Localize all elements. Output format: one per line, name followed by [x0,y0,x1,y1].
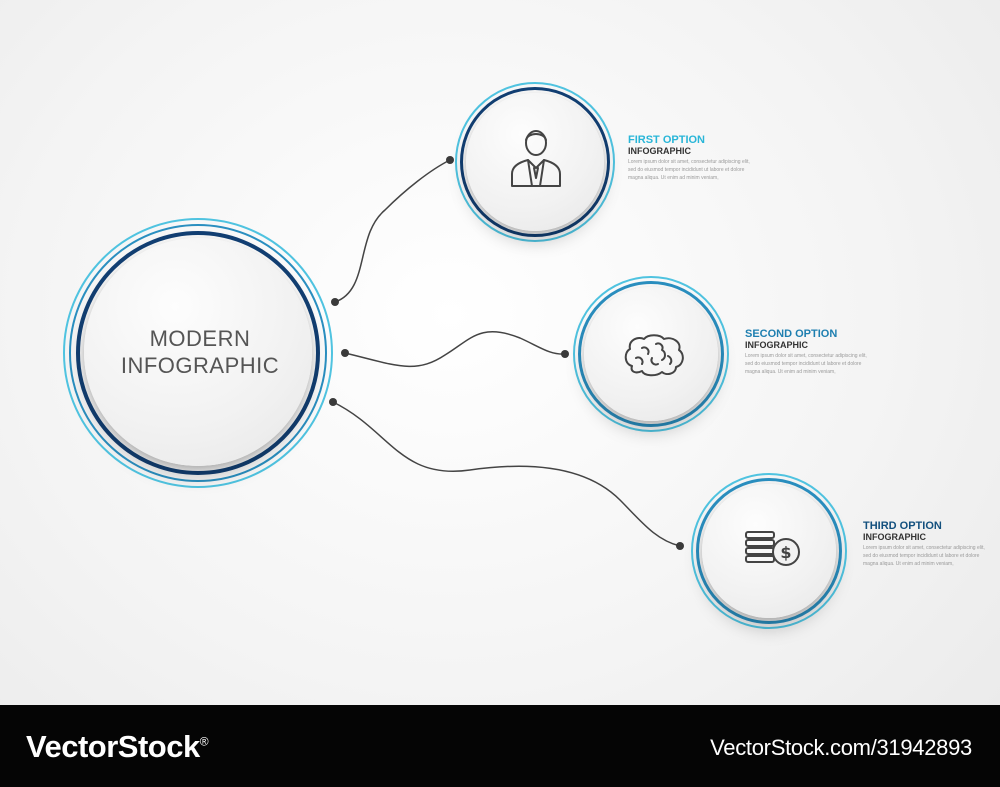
brand-name: VectorStock [26,729,200,764]
main-title-line2: INFOGRAPHIC [120,353,280,378]
watermark-footer: VectorStock® VectorStock.com/31942893 [0,705,1000,787]
main-title-line1: MODERN [149,326,251,351]
option-title: SECOND OPTION [745,328,838,340]
main-title: MODERN INFOGRAPHIC [110,325,290,379]
option-text-third: THIRD OPTION INFOGRAPHIC Lorem ipsum dol… [863,520,993,568]
connector-line-third [332,401,681,547]
brain-icon [624,334,684,377]
option-subtitle: INFOGRAPHIC [863,532,926,542]
ring-middle [69,224,327,482]
main-disc [84,238,312,466]
image-credit: VectorStock.com/31942893 [710,735,972,760]
connector-dot [331,298,339,306]
option-body: Lorem ipsum dolor sit amet, consectetur … [628,159,750,181]
ring-inner [696,478,842,624]
connector-dot [676,542,684,550]
connector-line-first [334,159,451,303]
connector-dot [446,156,454,164]
infographic-canvas: MODERN INFOGRAPHIC [63,82,993,629]
option-subtitle: INFOGRAPHIC [745,340,808,350]
option-disc [466,93,604,231]
option-disc [702,484,836,618]
option-text-first: FIRST OPTION INFOGRAPHIC Lorem ipsum dol… [628,134,758,182]
brand-logo: VectorStock® [26,729,209,765]
ring-inner [76,231,320,475]
ring-outer [63,218,333,488]
connector-dot [341,349,349,357]
ring-inner [578,281,724,427]
connector-dot [329,398,337,406]
option-body: Lorem ipsum dolor sit amet, consectetur … [863,545,985,567]
option-title: FIRST OPTION [628,134,705,146]
option-disc [584,287,718,421]
connector-layer [329,156,684,550]
ring-outer [455,82,615,242]
ring-outer [691,473,847,629]
option-subtitle: INFOGRAPHIC [628,146,691,156]
svg-text:$: $ [780,543,791,562]
brand-trademark: ® [199,734,209,749]
ring-outer [573,276,729,432]
connector-line-second [344,331,566,368]
coins-dollar-icon: $ [745,531,800,566]
ring-inner [460,87,610,237]
businessman-icon [511,130,561,187]
option-text-second: SECOND OPTION INFOGRAPHIC Lorem ipsum do… [745,328,875,376]
option-title: THIRD OPTION [863,520,942,532]
connector-dot [561,350,569,358]
option-body: Lorem ipsum dolor sit amet, consectetur … [745,353,867,375]
